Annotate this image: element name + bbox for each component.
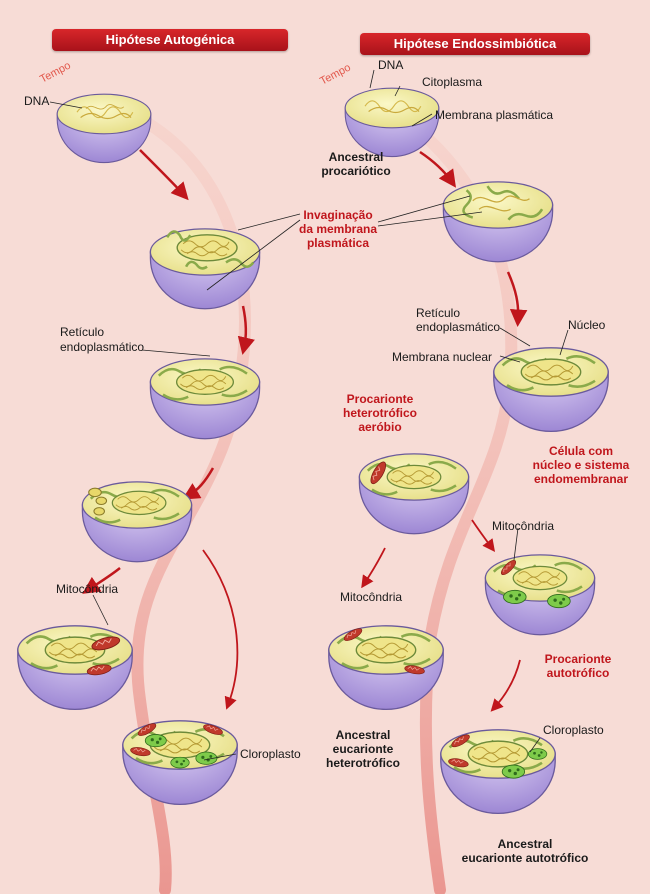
cell-endosymbiotic-7	[440, 729, 556, 815]
label-reticulo-right: Retículo endoplasmático	[416, 306, 501, 334]
label-membrana-plasmatica: Membrana plasmática	[435, 108, 554, 122]
label-celula-com-nucleo: Célula com núcleo e sistema endomembrana…	[532, 444, 630, 486]
cell-endosymbiotic-4	[358, 453, 470, 535]
label-dna-right: DNA	[378, 58, 404, 72]
label-membrana-nuclear: Membrana nuclear	[392, 350, 493, 364]
label-cloroplasto-left: Cloroplasto	[240, 747, 301, 761]
label-ancestral-heterotrofico: Ancestral eucarionte heterotrófico	[325, 728, 401, 770]
cell-autogenic-5	[17, 625, 133, 711]
leader-lines	[49, 69, 569, 761]
cell-endosymbiotic-1	[344, 87, 440, 158]
cell-endosymbiotic-3	[493, 347, 609, 433]
cell-autogenic-2	[149, 228, 261, 310]
banner-autogenic: Hipótese Autogénica	[52, 29, 288, 51]
label-procarionte-heterotrofico: Procarionte heterotrófico aeróbio	[342, 392, 418, 434]
label-mitocondria-right: Mitocôndria	[492, 519, 555, 533]
label-dna-left: DNA	[24, 94, 50, 108]
label-reticulo-left: Retículo endoplasmático	[60, 325, 145, 354]
label-citoplasma: Citoplasma	[422, 75, 483, 89]
cell-autogenic-4	[81, 481, 193, 563]
label-procarionte-autotrofico: Procarionte autotrófico	[544, 652, 612, 680]
label-mitocondria-left: Mitocôndria	[56, 582, 119, 596]
cell-autogenic-6	[122, 720, 238, 806]
label-cloroplasto-right: Cloroplasto	[543, 723, 604, 737]
cell-endosymbiotic-2	[442, 181, 554, 263]
label-ancestral-procariotico: Ancestral procariótico	[321, 150, 391, 178]
label-nucleo: Núcleo	[568, 318, 606, 332]
cell-autogenic-1	[56, 93, 152, 164]
banner-endosymbiotic: Hipótese Endossimbiótica	[360, 33, 590, 55]
label-invaginacao: Invaginação da membrana plasmática	[298, 208, 378, 250]
label-mitocondria-bottom: Mitocôndria	[340, 590, 403, 604]
label-ancestral-autotrofico: Ancestral eucarionte autotrófico	[461, 837, 589, 865]
cell-endosymbiotic-5	[484, 554, 596, 636]
cell-autogenic-3	[149, 358, 261, 440]
